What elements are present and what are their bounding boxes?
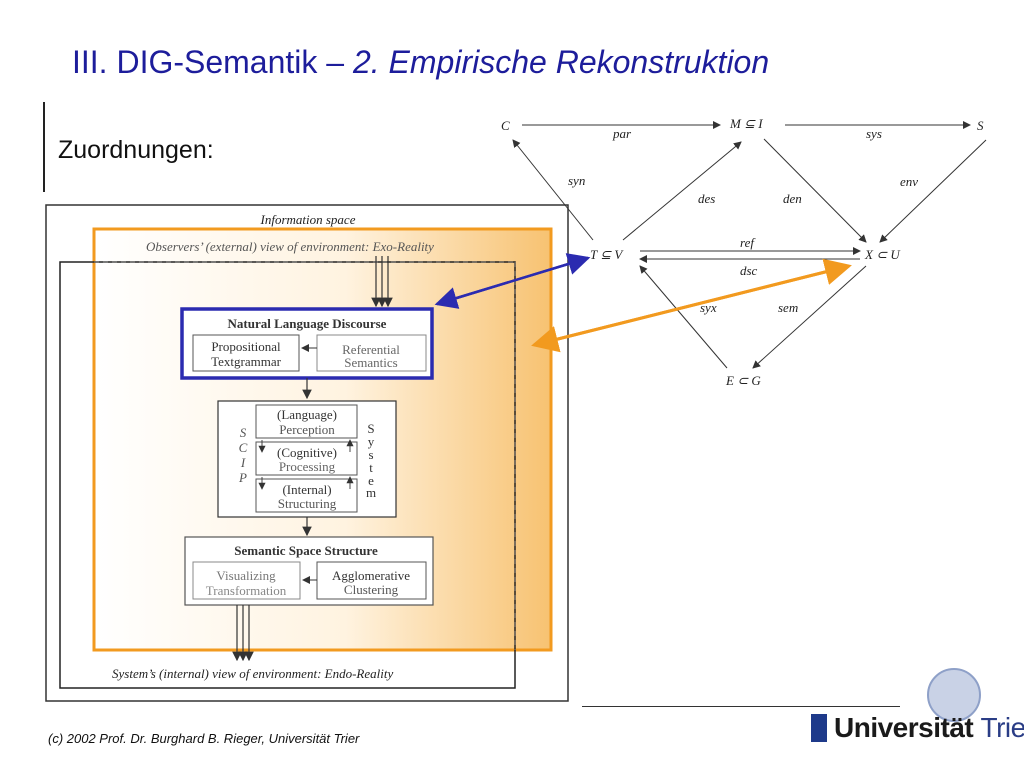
slide-title: III. DIG-Semantik – 2. Empirische Rekons… (72, 44, 769, 81)
prop-line1: Propositional (211, 339, 281, 354)
edge-syn: syn (568, 173, 585, 188)
nld-title: Natural Language Discourse (228, 316, 387, 331)
scip-letters: S C I P (238, 425, 248, 485)
processing-box (255, 441, 358, 476)
semiotic-graph: C M ⊆ I S T ⊆ V X ⊂ U E ⊂ G par sys syn … (501, 116, 987, 388)
logo-light: Trier (980, 712, 1024, 743)
input-arrows (371, 256, 393, 308)
output-arrows (232, 605, 254, 662)
endo-reality-label: System’s (internal) view of environment:… (112, 666, 393, 681)
edge-env: env (900, 174, 918, 189)
prop-line2: Textgrammar (211, 354, 282, 369)
university-seal-icon (927, 668, 981, 722)
svg-text:I: I (240, 455, 246, 470)
system-letters: S y s t e m (366, 421, 376, 500)
svg-text:e: e (368, 473, 374, 488)
node-t-v: T ⊆ V (590, 247, 624, 262)
svg-text:m: m (366, 485, 376, 500)
university-logo-mark-icon (811, 714, 827, 742)
vis-line2: Transformation (206, 583, 287, 598)
footer-rule (582, 706, 900, 707)
sss-title: Semantic Space Structure (234, 543, 378, 558)
edge-sem: sem (778, 300, 798, 315)
edge-des: des (698, 191, 715, 206)
propositional-box (192, 334, 300, 372)
svg-text:S: S (240, 425, 247, 440)
title-plain: III. DIG-Semantik – (72, 44, 353, 80)
cog-line1: (Cognitive) (277, 445, 337, 460)
edge-sys: sys (866, 126, 882, 141)
blue-mapping-arrow-to-tv (436, 253, 591, 306)
visualizing-box (192, 561, 301, 600)
lang-line1: (Language) (277, 407, 337, 422)
exo-reality-label: Observers’ (external) view of environmen… (146, 239, 434, 254)
node-e-g: E ⊂ G (725, 373, 761, 388)
footer-copyright: (c) 2002 Prof. Dr. Burghard B. Rieger, U… (48, 731, 360, 746)
agglomerative-box (316, 561, 427, 600)
int-line2: Structuring (278, 496, 337, 511)
logo-bold: Universität (834, 712, 974, 743)
ref-line1: Referential (342, 342, 400, 357)
edge-ref: ref (740, 235, 756, 250)
svg-text:P: P (238, 470, 247, 485)
svg-text:s: s (368, 447, 373, 462)
info-space-label: Information space (260, 212, 356, 227)
edge-den: den (783, 191, 802, 206)
svg-text:C: C (239, 440, 248, 455)
title-italic: 2. Empirische Rekonstruktion (352, 44, 770, 80)
node-s: S (977, 118, 984, 133)
scip-internal-arrows (258, 439, 354, 490)
ref-line2: Semantics (344, 355, 397, 370)
cog-line2: Processing (279, 459, 336, 474)
edge-par: par (612, 126, 632, 141)
vertical-divider (43, 102, 45, 192)
node-c: C (501, 118, 510, 133)
edge-dsc: dsc (740, 263, 758, 278)
vis-line1: Visualizing (216, 568, 276, 583)
mapping-arrows (434, 253, 852, 353)
referential-box (316, 334, 427, 372)
university-logo: Universität Trier (834, 712, 1024, 744)
node-x-u: X ⊂ U (864, 247, 901, 262)
agg-line1: Agglomerative (332, 568, 410, 583)
node-m-i: M ⊆ I (729, 116, 763, 131)
perception-box (255, 404, 358, 439)
int-line1: (Internal) (282, 482, 331, 497)
agg-line2: Clustering (344, 582, 399, 597)
information-space-diagram: Information space Observers’ (external) … (45, 204, 569, 702)
structuring-box (255, 478, 358, 513)
svg-text:t: t (369, 460, 373, 475)
svg-text:S: S (367, 421, 374, 436)
lang-line2: Perception (279, 422, 335, 437)
svg-text:y: y (368, 434, 375, 449)
orange-mapping-arrow-to-xu (533, 258, 852, 347)
subtitle: Zuordnungen: (58, 136, 214, 164)
